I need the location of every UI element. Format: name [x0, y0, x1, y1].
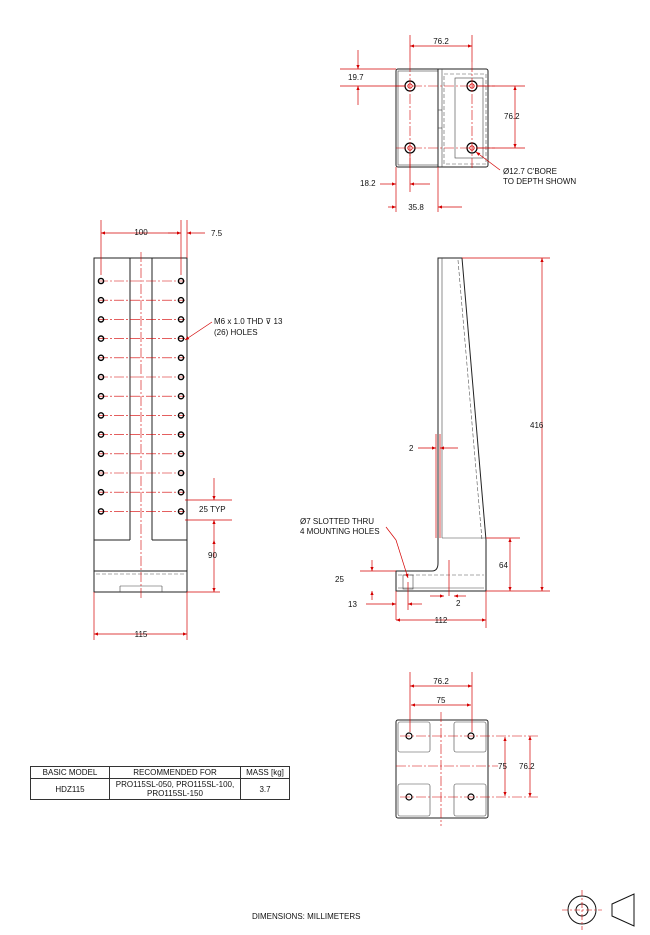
tapped-hole — [97, 335, 105, 342]
tapped-hole — [177, 373, 185, 381]
tapped-hole — [177, 508, 185, 515]
holes-count-label: (26) HOLES — [214, 328, 258, 337]
mass-cell: 3.7 — [240, 778, 290, 800]
recommended-line-2: PRO115SL-150 — [147, 789, 203, 798]
recommended-cell: PRO115SL-050, PRO115SL-100, PRO115SL-150 — [109, 778, 241, 800]
bottom-outer-v-label: 76.2 — [519, 762, 535, 771]
tapped-hole — [97, 277, 105, 285]
hole-spacing-label: 100 — [134, 228, 148, 237]
tapped-hole — [177, 488, 185, 496]
tapped-hole — [97, 373, 105, 381]
wall-thickness-label: 2 — [409, 444, 414, 453]
base-height-label: 64 — [499, 561, 508, 570]
bottom-inner-v-label: 75 — [498, 762, 507, 771]
tapped-hole — [177, 392, 185, 400]
top-width-label: 76.2 — [433, 37, 449, 46]
bottom-view: 76.2 75 75 76.2 — [395, 672, 540, 826]
lip-label: 2 — [456, 599, 461, 608]
units-note: DIMENSIONS: MILLIMETERS — [252, 912, 361, 921]
tapped-hole — [177, 469, 185, 477]
side-view: 416 2 64 Ø7 SLOTTED THRU 4 MOUNTING HOLE… — [300, 257, 550, 628]
tapped-hole — [97, 354, 105, 362]
tapped-hole — [177, 277, 185, 285]
slot-label: Ø7 SLOTTED THRU — [300, 517, 374, 526]
tapped-hole — [177, 296, 185, 304]
tapped-hole — [177, 431, 185, 438]
tapped-hole — [177, 412, 185, 419]
tapped-hole — [97, 412, 105, 419]
tapped-hole — [177, 450, 185, 458]
edge-offset-label: 7.5 — [211, 229, 223, 238]
table-row: HDZ115 PRO115SL-050, PRO115SL-100, PRO11… — [30, 778, 290, 800]
bottom-inner-label: 75 — [437, 696, 446, 705]
tapped-hole — [97, 296, 105, 304]
top-depth-label: 35.8 — [408, 203, 424, 212]
tapped-hole — [177, 335, 185, 342]
tapped-hole — [97, 450, 105, 458]
model-table: BASIC MODEL RECOMMENDED FOR MASS [kg] HD… — [30, 766, 290, 800]
cbore-label: Ø12.7 C'BORE — [503, 167, 557, 176]
bottom-height-label: 90 — [208, 551, 217, 560]
pitch-label: 25 TYP — [199, 505, 226, 514]
front-width-label: 115 — [135, 630, 148, 639]
tapped-hole — [97, 469, 105, 477]
table-header: BASIC MODEL — [30, 766, 110, 779]
tapped-hole — [177, 316, 185, 323]
thread-label: M6 x 1.0 THD ⊽ 13 — [214, 317, 283, 326]
tapped-hole — [97, 431, 105, 438]
table-header: RECOMMENDED FOR — [109, 766, 241, 779]
front-view: 100 7.5 M6 x 1.0 THD ⊽ 13 (26) HOLES 25 … — [93, 220, 283, 640]
top-offset-x-label: 18.2 — [360, 179, 376, 188]
side-height-label: 416 — [530, 421, 544, 430]
side-depth-label: 112 — [435, 616, 448, 625]
tapped-hole — [97, 392, 105, 400]
slot-height-label: 25 — [335, 575, 344, 584]
tapped-hole — [97, 508, 105, 515]
slot-offset-label: 13 — [348, 600, 357, 609]
tapped-holes — [97, 277, 185, 515]
top-hole-spacing-label: 76.2 — [504, 112, 520, 121]
cbore-depth-label: TO DEPTH SHOWN — [503, 177, 576, 186]
mount-holes-label: 4 MOUNTING HOLES — [300, 527, 380, 536]
model-cell: HDZ115 — [30, 778, 110, 800]
tapped-hole — [97, 488, 105, 496]
tapped-hole — [177, 354, 185, 362]
table-header-row: BASIC MODEL RECOMMENDED FOR MASS [kg] — [30, 766, 290, 779]
table-header: MASS [kg] — [240, 766, 290, 779]
top-view: 76.2 19.7 76.2 18.2 35.8 Ø12.7 C'BORE TO… — [340, 35, 576, 212]
third-angle-projection-icon — [562, 890, 635, 930]
top-offset-y-label: 19.7 — [348, 73, 364, 82]
recommended-line-1: PRO115SL-050, PRO115SL-100, — [115, 780, 235, 789]
bottom-outer-label: 76.2 — [433, 677, 449, 686]
tapped-hole — [97, 316, 105, 323]
